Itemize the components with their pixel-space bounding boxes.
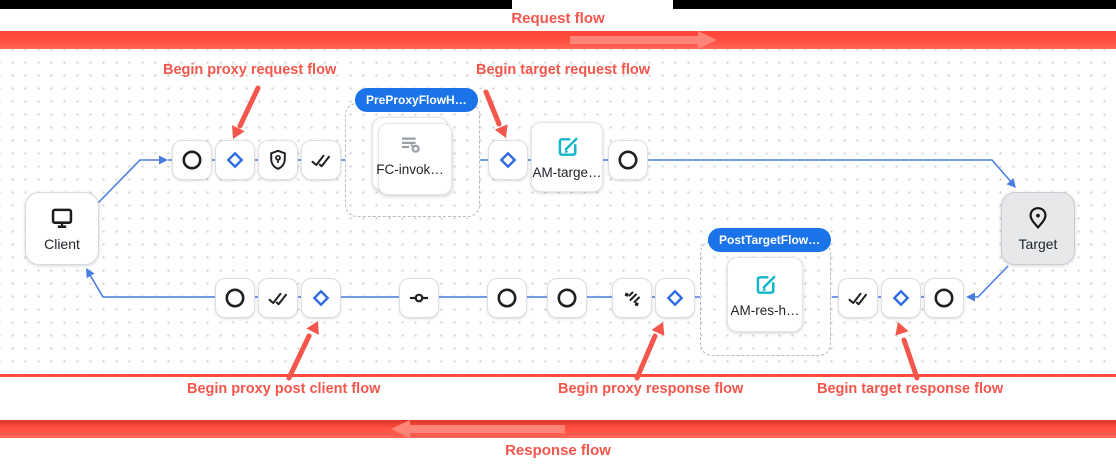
circle-icon: [182, 150, 202, 170]
flow-callout-label: FC-invok…: [376, 162, 444, 177]
diamond-icon: [892, 289, 910, 307]
response-step-double-check-right[interactable]: [838, 278, 878, 318]
begin-proxy-request-label: Begin proxy request flow: [163, 62, 337, 78]
circle-icon: [225, 288, 245, 308]
response-flow-arrowhead-icon: [391, 420, 410, 438]
response-step-circle-mid2[interactable]: [547, 278, 587, 318]
double-check-icon: [311, 154, 330, 168]
circle-icon: [618, 150, 638, 170]
request-step-double-check[interactable]: [301, 140, 341, 180]
response-step-commit[interactable]: [399, 278, 439, 318]
client-node[interactable]: Client: [25, 192, 99, 265]
response-step-diamond-post-client[interactable]: [301, 278, 341, 318]
begin-proxy-response-label: Begin proxy response flow: [558, 381, 744, 397]
edit-square-icon: [558, 137, 578, 156]
begin-target-response-label: Begin target response flow: [817, 381, 1004, 397]
flow-callout-card[interactable]: FC-invok…: [372, 117, 452, 195]
top-chrome-bar-left: [0, 0, 512, 9]
response-step-circle-left[interactable]: [215, 278, 255, 318]
diamond-icon: [499, 151, 517, 169]
request-step-shield[interactable]: [258, 140, 298, 180]
response-flow-bar: [0, 420, 1116, 438]
diamond-icon: [226, 151, 244, 169]
commit-icon: [410, 293, 428, 303]
signal-icon: [624, 291, 640, 307]
location-pin-icon: [1029, 206, 1047, 229]
request-step-diamond-target[interactable]: [488, 140, 528, 180]
begin-proxy-post-client-label: Begin proxy post client flow: [187, 381, 381, 397]
response-step-circle-mid1[interactable]: [487, 278, 527, 318]
diamond-icon: [666, 289, 684, 307]
response-step-circle-right[interactable]: [924, 278, 964, 318]
diagram-bottom-line: [0, 374, 1116, 377]
double-check-icon: [268, 292, 287, 306]
request-step-circle-target[interactable]: [608, 140, 648, 180]
am-response-label: AM-res-h…: [730, 302, 800, 318]
request-flow-bar: [0, 31, 1116, 49]
double-check-icon: [848, 292, 867, 306]
shield-lock-icon: [270, 149, 286, 170]
client-label: Client: [44, 235, 80, 252]
am-response-card[interactable]: AM-res-h…: [727, 257, 803, 332]
top-chrome-bar-right: [673, 0, 1116, 9]
monitor-icon: [51, 208, 73, 228]
response-step-diamond-target-response[interactable]: [881, 278, 921, 318]
target-label: Target: [1018, 235, 1058, 252]
begin-target-request-label: Begin target request flow: [476, 62, 651, 78]
response-flow-title: Response flow: [505, 442, 611, 459]
request-flow-arrowhead-icon: [698, 31, 717, 49]
am-target-label: AM-targe…: [532, 165, 602, 180]
request-step-diamond[interactable]: [215, 140, 255, 180]
request-flow-arrow: [570, 36, 700, 44]
response-step-double-check-left[interactable]: [258, 278, 298, 318]
circle-icon: [497, 288, 517, 308]
target-node[interactable]: Target: [1001, 192, 1075, 265]
response-flow-arrow: [410, 425, 565, 433]
am-target-card[interactable]: AM-targe…: [531, 122, 603, 192]
response-step-diamond-proxy-response[interactable]: [655, 278, 695, 318]
circle-icon: [934, 288, 954, 308]
response-step-signal[interactable]: [612, 278, 652, 318]
diamond-icon: [312, 289, 330, 307]
request-flow-title: Request flow: [511, 10, 605, 27]
circle-icon: [557, 288, 577, 308]
flow-callout-icon: [401, 137, 420, 153]
pre-proxy-flowhook-badge[interactable]: PreProxyFlowH…: [355, 88, 478, 112]
post-target-flowhook-badge[interactable]: PostTargetFlow…: [708, 228, 832, 252]
edit-square-icon: [756, 275, 776, 294]
diagram-canvas: [0, 49, 1116, 374]
request-step-circle[interactable]: [172, 140, 212, 180]
